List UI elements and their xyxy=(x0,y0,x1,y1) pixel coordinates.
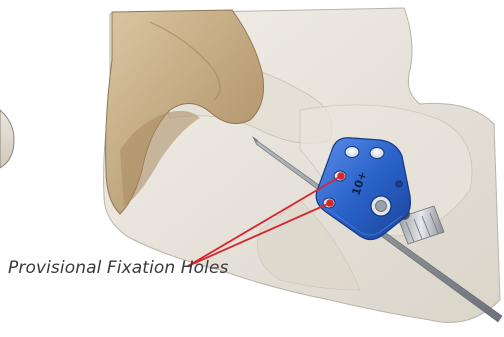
left-bone-edge xyxy=(0,110,14,168)
plate-hole-top-left xyxy=(345,147,359,158)
plate-hole-top-right xyxy=(370,148,384,159)
callout-label: Provisional Fixation Holes xyxy=(8,258,278,278)
plate-hole-right xyxy=(396,181,402,187)
leader-dot-lower xyxy=(326,199,334,207)
leader-dot-upper xyxy=(337,172,345,180)
